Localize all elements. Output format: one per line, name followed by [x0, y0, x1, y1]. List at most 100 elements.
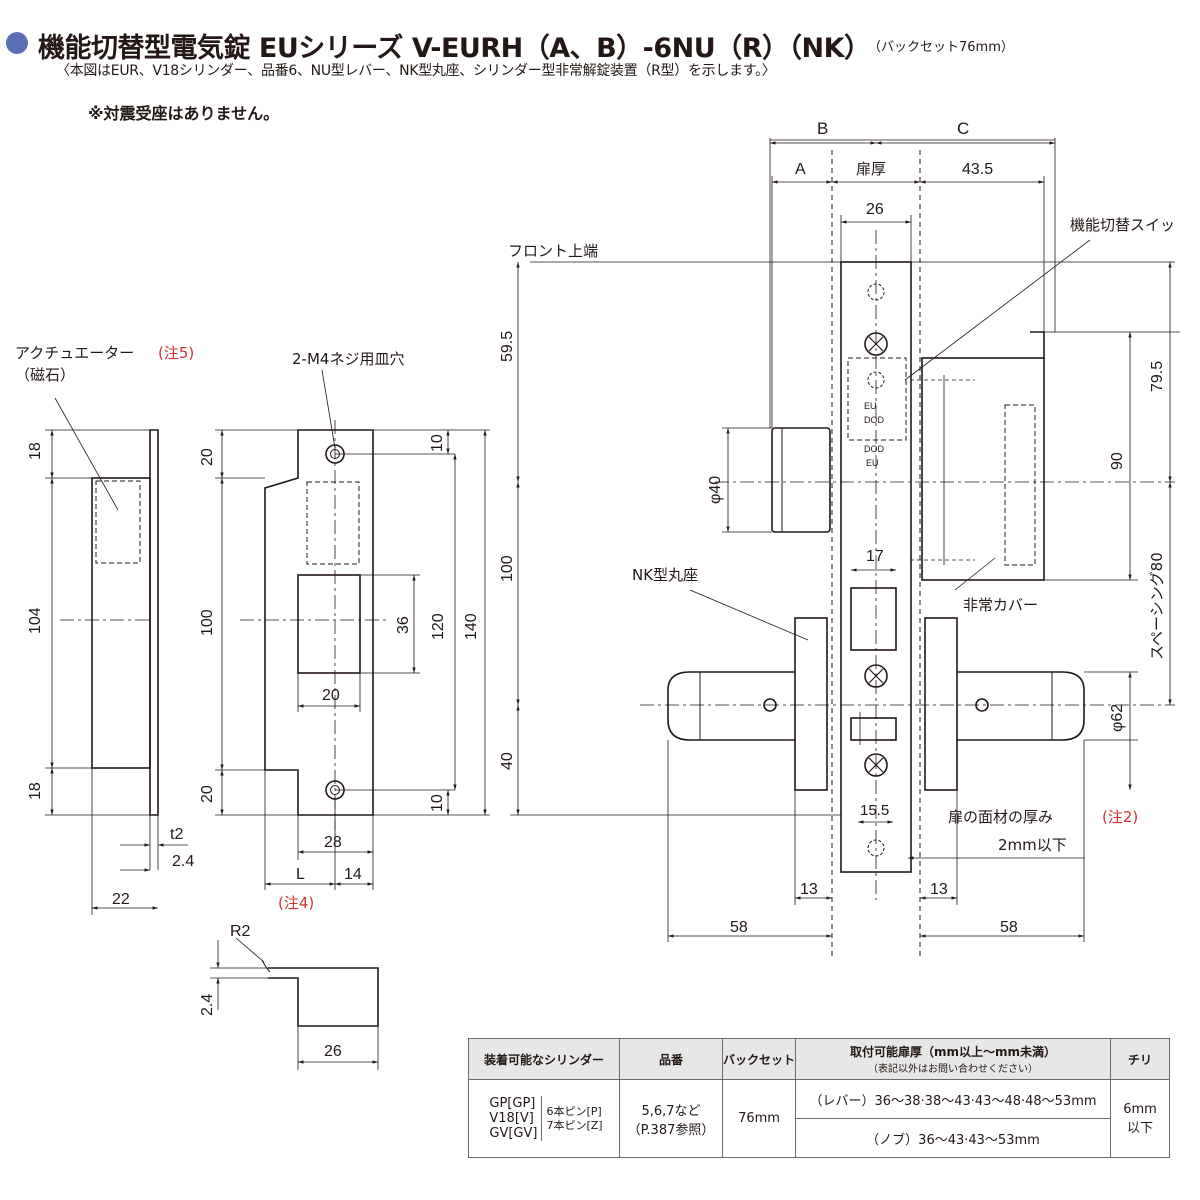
dim-plate-28: 28	[324, 834, 342, 851]
dim-B: B	[817, 119, 828, 138]
dim-plate-20: 20	[322, 687, 340, 704]
cell-part-no: 5,6,7など （P.387参照）	[619, 1079, 723, 1158]
lever-right	[957, 671, 1085, 741]
dim-43-5: 43.5	[962, 161, 993, 178]
cell-backset: 76mm	[722, 1079, 796, 1158]
magnet-pocket	[306, 481, 360, 565]
chiri-sub: 以下	[1126, 1120, 1153, 1136]
emergency-cover	[921, 357, 1045, 581]
chiri-value: 6mm	[1123, 1101, 1157, 1117]
dim-plate-10-top: 10	[429, 434, 446, 452]
th-part-no: 品番	[619, 1038, 723, 1080]
cell-chiri: 6mm 以下	[1110, 1079, 1170, 1158]
latch-opening	[297, 574, 361, 674]
dim-58-left: 58	[730, 919, 748, 936]
front-screws	[864, 283, 888, 857]
rose-right	[924, 617, 958, 791]
magnet-label: （磁石）	[15, 366, 75, 384]
actuator-note: (注5)	[158, 344, 194, 362]
dim-strike-18-top: 18	[27, 442, 44, 460]
cover-label: 非常カバー	[963, 596, 1038, 614]
dim-plate-10-bottom: 10	[429, 794, 446, 812]
dim-strike-22: 22	[112, 891, 130, 908]
strike-plate-view	[215, 369, 490, 890]
switch-area	[847, 357, 907, 441]
page-title: 機能切替型電気錠 EUシリーズ V-EURH（A、B）-6NU（R）（NK）	[38, 33, 871, 64]
dim-A: A	[795, 161, 806, 178]
dim-26: 26	[866, 201, 884, 218]
actuator-label: アクチュエーター	[15, 344, 134, 362]
dim-90: 90	[1109, 452, 1126, 470]
dim-strike-104: 104	[27, 607, 44, 634]
door-face-note: (注2)	[1102, 808, 1138, 826]
rose-left	[794, 617, 828, 791]
door-face-limit: 2mm以下	[998, 836, 1067, 854]
dim-59-5: 59.5	[499, 331, 516, 362]
pin-7: 7本ピン[Z]	[546, 1118, 603, 1132]
strike-section	[268, 967, 379, 1027]
dim-section-2-4: 2.4	[199, 994, 216, 1016]
dim-15-5: 15.5	[860, 802, 889, 819]
front-top-label: フロント上端	[508, 242, 598, 260]
dim-plate-L: L	[296, 866, 305, 883]
dim-section-r2: R2	[230, 923, 251, 940]
cell-cylinders: GP[GP] V18[V] GV[GV] 6本ピン[P] 7本ピン[Z]	[468, 1079, 620, 1158]
seismic-note: ※対震受座はありません。	[88, 104, 280, 123]
dim-13-right: 13	[930, 881, 948, 898]
dim-section-26: 26	[324, 1043, 342, 1060]
spec-table: 装着可能なシリンダー 品番 バックセット 取付可能扉厚（mm以上～mm未満） （表…	[468, 1038, 1170, 1158]
dim-spacing: スペーシング80	[1148, 552, 1166, 660]
note-4: (注4)	[278, 894, 314, 912]
deadbolt	[850, 587, 897, 651]
th-thickness-main: 取付可能扉厚（mm以上～mm未満）	[849, 1045, 1057, 1059]
dim-phi40: φ40	[707, 476, 724, 504]
table-row: （ノブ）36～43·43～53mm	[469, 1118, 1170, 1158]
cylinder-gv: GV[GV]	[489, 1126, 538, 1141]
cell-thickness-lever: （レバー）36～38·38～43·43～48·48～53mm	[795, 1079, 1111, 1119]
dim-17: 17	[866, 548, 884, 565]
dim-plate-140: 140	[463, 613, 480, 640]
magnet-outline	[95, 480, 141, 564]
th-cylinder: 装着可能なシリンダー	[468, 1038, 620, 1080]
strike-section-view	[210, 937, 379, 1070]
cell-thickness-knob: （ノブ）36～43·43～53mm	[795, 1118, 1111, 1158]
part-no-value: 5,6,7など	[641, 1103, 701, 1119]
strike-plate-outline	[264, 429, 374, 816]
lever-left	[667, 671, 795, 741]
dim-58-right: 58	[1000, 919, 1018, 936]
latch-bolt	[850, 717, 897, 741]
lock-view	[510, 138, 1180, 960]
cylinder-v18: V18[V]	[489, 1111, 534, 1126]
case-mark-1: EU	[864, 401, 877, 411]
dim-plate-100: 100	[199, 609, 216, 636]
th-backset: バックセット	[722, 1038, 796, 1080]
strike-body	[91, 477, 151, 769]
dim-strike-18-bottom: 18	[27, 782, 44, 800]
dim-plate-20-top: 20	[199, 448, 216, 466]
th-thickness-sub: （表記以外はお問い合わせください）	[868, 1064, 1038, 1075]
dim-79-5: 79.5	[1149, 361, 1166, 392]
holes-label: 2-M4ネジ用皿穴	[292, 350, 404, 368]
dim-40: 40	[499, 752, 516, 770]
dim-plate-120: 120	[430, 613, 447, 640]
dim-plate-20-bottom: 20	[199, 785, 216, 803]
door-face-label: 扉の面材の厚み	[948, 808, 1053, 826]
title-row: 機能切替型電気錠 EUシリーズ V-EURH（A、B）-6NU（R）（NK）（バ…	[6, 26, 1014, 65]
dim-plate-14: 14	[344, 866, 362, 883]
nk-rose-label: NK型丸座	[632, 566, 698, 584]
bullet-dot	[6, 31, 28, 54]
dim-100: 100	[499, 555, 516, 582]
table-header-row: 装着可能なシリンダー 品番 バックセット 取付可能扉厚（mm以上～mm未満） （表…	[468, 1038, 1170, 1080]
case-mark-4: EU	[866, 458, 879, 468]
case-mark-3: DOD	[864, 444, 885, 454]
switch-label: 機能切替スイッ	[1070, 216, 1175, 234]
cylinder-gp: GP[GP]	[489, 1096, 536, 1111]
cylinder	[771, 427, 831, 533]
part-ref: （P.387参照）	[627, 1122, 715, 1138]
case-mark-2: DOD	[864, 415, 885, 425]
subtitle: 〈本図はEUR、V18シリンダー、品番6、NU型レバー、NK型丸座、シリンダー型…	[56, 63, 776, 79]
title-suffix: （バックセット76mm）	[874, 40, 1014, 55]
table-row: GP[GP] V18[V] GV[GV] 6本ピン[P] 7本ピン[Z] 5,6…	[468, 1079, 1170, 1158]
dim-plate-36: 36	[395, 616, 412, 634]
